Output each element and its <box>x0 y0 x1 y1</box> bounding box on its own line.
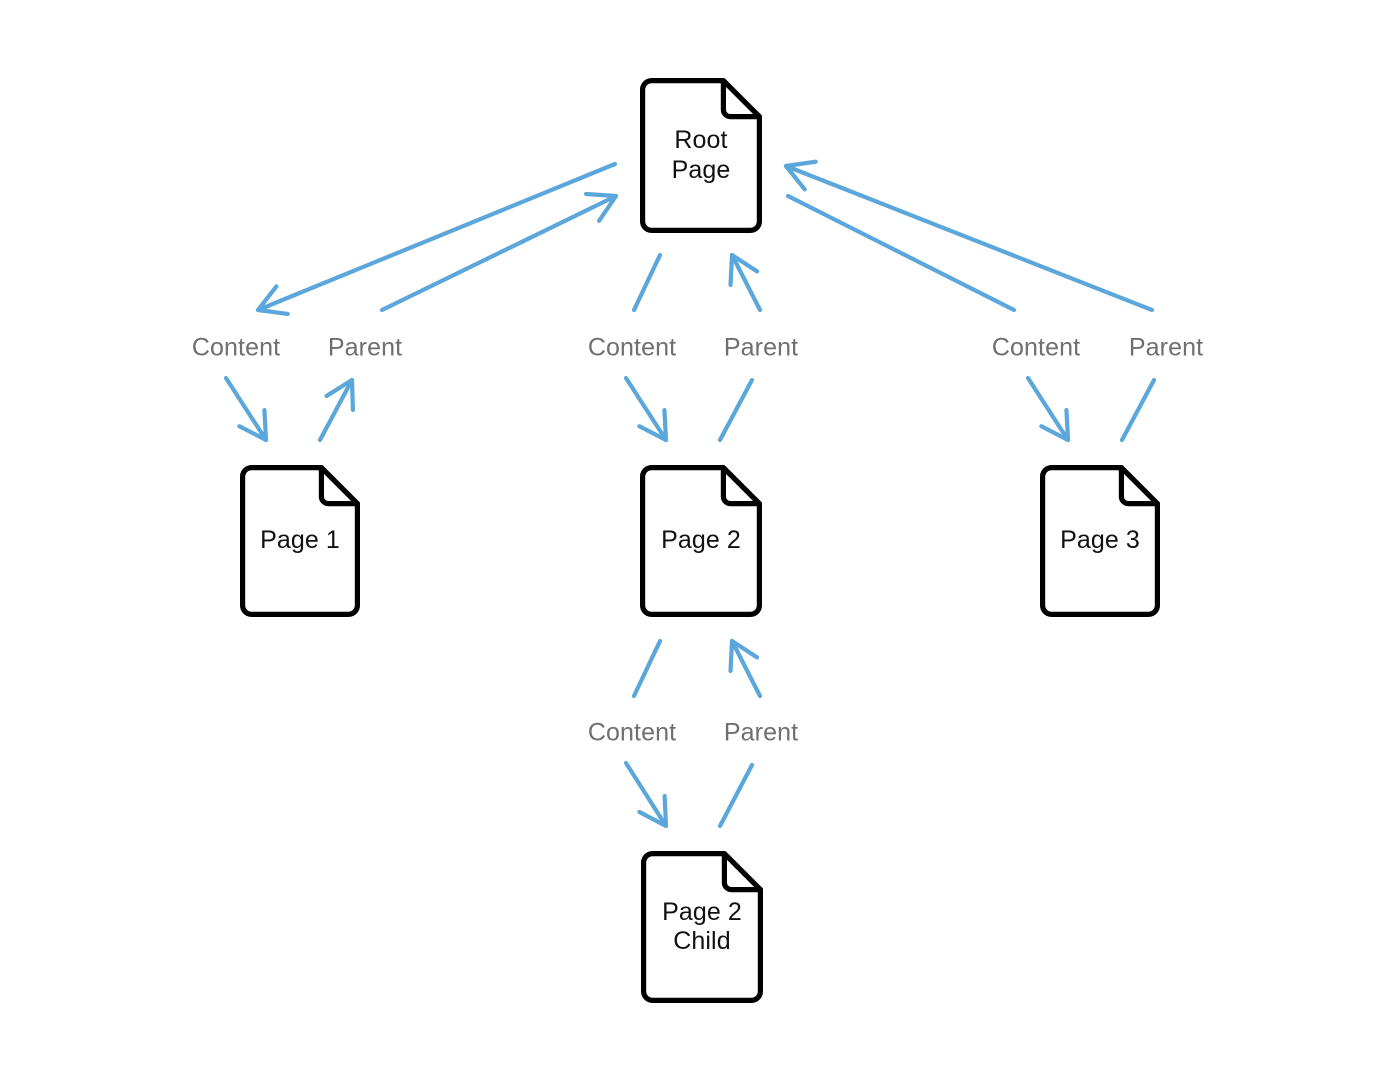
page-folded-corner <box>318 465 360 507</box>
arrowhead-barb-2 <box>262 407 269 443</box>
page-folded-corner <box>720 78 762 120</box>
node-label-page3: Page 3 <box>1060 526 1140 555</box>
edge-line <box>783 163 1155 313</box>
arrowhead-barb-2 <box>583 191 619 199</box>
arrowhead-barb-1 <box>729 638 760 660</box>
node-root[interactable]: Root Page <box>640 78 762 233</box>
arrowhead-barb-2 <box>662 793 669 829</box>
edge-parent-e16 <box>728 638 763 699</box>
edge-line <box>1025 375 1071 443</box>
arrowhead-barb-2 <box>324 377 355 399</box>
page-document-icon <box>640 78 762 233</box>
edge-label-content-l5: Content <box>991 333 1081 362</box>
edge-content-e10 <box>1025 375 1071 443</box>
page-folded-corner <box>720 465 762 507</box>
arrowhead-barb-2 <box>728 252 735 288</box>
edge-line <box>785 193 1017 313</box>
arrowhead-barb-1 <box>237 424 269 443</box>
edge-line <box>717 377 755 443</box>
arrowhead-barb-1 <box>349 377 356 413</box>
edge-label-parent-l4: Parent <box>723 333 799 362</box>
page-document-icon <box>1040 465 1160 617</box>
edge-parent-e3 <box>317 377 356 443</box>
edge-label-content-l3: Content <box>587 333 677 362</box>
edge-line <box>1119 377 1157 443</box>
edge-parent-e15 <box>717 762 755 829</box>
node-label-root: Root Page <box>671 126 731 184</box>
arrowhead-barb-1 <box>255 284 279 313</box>
edge-parent-e4 <box>379 191 619 313</box>
arrowhead-barb-2 <box>1064 407 1071 443</box>
edge-content-e2 <box>223 375 269 443</box>
node-page1[interactable]: Page 1 <box>240 465 360 617</box>
edge-line <box>717 762 755 829</box>
edge-parent-e8 <box>728 252 763 313</box>
page-folded-corner <box>721 851 763 893</box>
edge-line <box>623 760 669 829</box>
edge-line <box>729 252 763 313</box>
arrowhead-barb-1 <box>637 424 669 443</box>
arrowhead-barb-2 <box>662 407 669 443</box>
node-label-page2: Page 2 <box>661 526 741 555</box>
arrowhead-barb-2 <box>783 163 807 192</box>
edge-content-e9 <box>785 193 1017 313</box>
edge-line <box>379 193 619 313</box>
node-page3[interactable]: Page 3 <box>1040 465 1160 617</box>
edge-line <box>623 375 669 443</box>
arrowhead-barb-1 <box>729 252 760 274</box>
page-document-icon <box>640 465 762 617</box>
edge-parent-e12 <box>783 159 1155 313</box>
edge-line <box>317 377 355 443</box>
edge-label-parent-l8: Parent <box>723 718 799 747</box>
node-page2child[interactable]: Page 2 Child <box>641 851 763 1003</box>
node-label-page1: Page 1 <box>260 526 340 555</box>
arrowhead-barb-1 <box>1039 424 1071 443</box>
edge-content-e6 <box>623 375 669 443</box>
page-folded-corner <box>1118 465 1160 507</box>
edge-content-e1 <box>255 161 618 317</box>
edge-label-parent-l2: Parent <box>327 333 403 362</box>
edge-label-parent-l6: Parent <box>1128 333 1204 362</box>
edge-line <box>631 638 663 699</box>
edge-label-content-l7: Content <box>587 718 677 747</box>
node-page2[interactable]: Page 2 <box>640 465 762 617</box>
edge-line <box>223 375 269 443</box>
edge-parent-e7 <box>717 377 755 443</box>
edge-content-e14 <box>623 760 669 829</box>
page-document-icon <box>641 851 763 1003</box>
edge-parent-e11 <box>1119 377 1157 443</box>
edge-line <box>255 161 618 313</box>
edge-content-e5 <box>631 252 663 313</box>
arrowhead-barb-1 <box>597 193 619 223</box>
edge-content-e13 <box>631 638 663 699</box>
arrowhead-barb-1 <box>783 159 818 169</box>
edge-line <box>729 638 763 699</box>
edge-line <box>631 252 663 313</box>
arrowhead-barb-2 <box>255 307 290 317</box>
node-label-page2child: Page 2 Child <box>662 897 742 956</box>
edge-label-content-l1: Content <box>191 333 281 362</box>
arrowhead-barb-1 <box>637 809 669 829</box>
page-document-icon <box>240 465 360 617</box>
arrowhead-barb-2 <box>728 638 735 674</box>
